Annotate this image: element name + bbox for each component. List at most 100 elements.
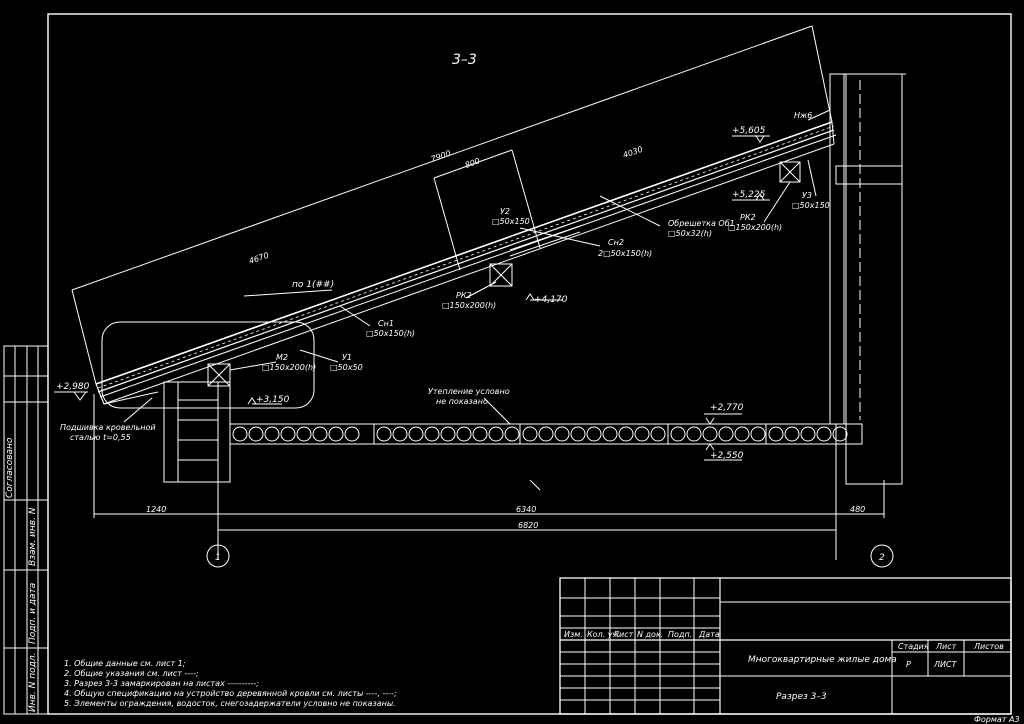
label-obr-size: □50x32(h) [668,229,712,238]
slab-void [344,426,360,442]
elevation-marks: +5,605 +5,225 +4,170 +3,150 +2,980 +2,77… [54,126,770,461]
axis-2-label: 2 [879,553,885,563]
axis-1-label: 1 [215,553,221,563]
tb-sheets-h: Листов [973,642,1004,651]
tb-header-ndok: N док. [637,630,663,639]
elev-2770: +2,770 [710,403,744,413]
label-insulation-1: Утепление условно [428,387,510,396]
stamp-sign-date: Подп. и дата [28,583,38,644]
stamp-agreed: Согласовано [5,437,15,498]
slab-void [768,426,784,442]
slab-void [248,426,264,442]
axis-markers: 1 2 [206,544,894,568]
slab-void [328,426,344,442]
element-labels: Нж6 по 1(##) У2 □50x150 Сн2 2□50x150(h) … [60,109,831,442]
label-v1-size: □50x50 [330,363,363,372]
elev-5225: +5,225 [732,190,766,200]
tb-stage-h: Стадия [898,642,929,651]
slab-void [702,426,718,442]
label-m2: М2 [276,353,288,362]
label-v3-size: □50x150 [792,201,830,210]
section-title: 3–3 [452,52,477,68]
slab-void [504,426,520,442]
slab-void [472,426,488,442]
label-insulation-2: не показано [436,397,488,406]
slab-void [280,426,296,442]
dim-6820: 6820 [518,521,538,530]
slab-void [586,426,602,442]
note-4: 4. Общую спецификацию на устройство дере… [64,689,397,698]
slab-void [602,426,618,442]
slab-void [522,426,538,442]
slab-void [816,426,832,442]
tb-header-kol: Кол. уч. [587,630,620,639]
slab-void [800,426,816,442]
slab-void [538,426,554,442]
elev-2550: +2,550 [710,451,744,461]
label-ss2-size: 2□50x150(h) [598,249,652,258]
label-ss1: Сн1 [378,319,394,328]
tb-sheet: ЛИСТ [933,660,958,669]
tb-project: Многоквартирные жилые дома [748,655,897,665]
slab-void [784,426,800,442]
slab-void [424,426,440,442]
slab-void [312,426,328,442]
label-rk2-mid-size: □150x200(h) [442,301,496,310]
roof-slab [95,121,837,405]
slab-void [650,426,666,442]
tb-stage: Р [906,660,911,669]
right-wall [829,73,906,485]
label-podshivka-2: сталью t=0,55 [70,433,131,442]
tb-format: Формат А3 [974,715,1020,724]
slab-void [718,426,734,442]
slab-void [570,426,586,442]
slope-dims: 7900 800 4030 4670 [71,25,833,385]
elev-3150: +3,150 [256,395,290,405]
elev-5605: +5,605 [732,126,766,136]
elev-2980: +2,980 [56,382,90,392]
label-po1: по 1(##) [292,280,334,290]
dim-4030: 4030 [622,145,644,160]
dim-480: 480 [850,505,865,514]
label-m2-size: □150x200(h) [262,363,316,372]
slab-void [832,426,848,442]
label-obr: Обрешетка Об1 [668,219,735,228]
slab-void [634,426,650,442]
slab-void [686,426,702,442]
tb-header-izm: Изм. [564,630,583,639]
slab-void [296,426,312,442]
stamp-replace-inv: Взам. инв. N [28,507,38,566]
slab-void [750,426,766,442]
slab-void [440,426,456,442]
slab-void [232,426,248,442]
label-rk2-mid: РК2 [456,291,472,300]
note-1: 1. Общие данные см. лист 1; [64,659,186,668]
tb-sheet-name: Разрез 3–3 [776,692,827,702]
title-block: Изм. Кол. уч. Лист N док. Подп. Дата Мно… [559,577,1020,724]
label-ss1-size: □50x150(h) [366,329,415,338]
slab-void [456,426,472,442]
slab-void [618,426,634,442]
label-nzh6: Нж6 [794,111,812,120]
slab-void [392,426,408,442]
label-podshivka-1: Подшивка кровельной [60,423,156,432]
label-rk2-right-size: □150x200(h) [728,223,782,232]
general-notes: 1. Общие данные см. лист 1; 2. Общие ука… [64,659,397,708]
slab-void [488,426,504,442]
label-rk2-right: РК2 [740,213,756,222]
slab-void [264,426,280,442]
label-v3: У3 [802,191,812,200]
note-2: 2. Общие указания см. лист ----; [64,669,199,678]
stamp-inv-orig: Инв. N подл. [28,653,38,712]
note-3: 3. Разрез 3-3 замаркирован на листах ---… [64,679,259,688]
tb-sheet-h: Лист [935,642,957,651]
slab-void [670,426,686,442]
dim-7900: 7900 [430,149,452,164]
slab-void [554,426,570,442]
dim-800: 800 [464,156,481,169]
tb-header-data: Дата [698,630,720,639]
left-wall [163,381,231,483]
slab-void [408,426,424,442]
dim-1240: 1240 [146,505,166,514]
